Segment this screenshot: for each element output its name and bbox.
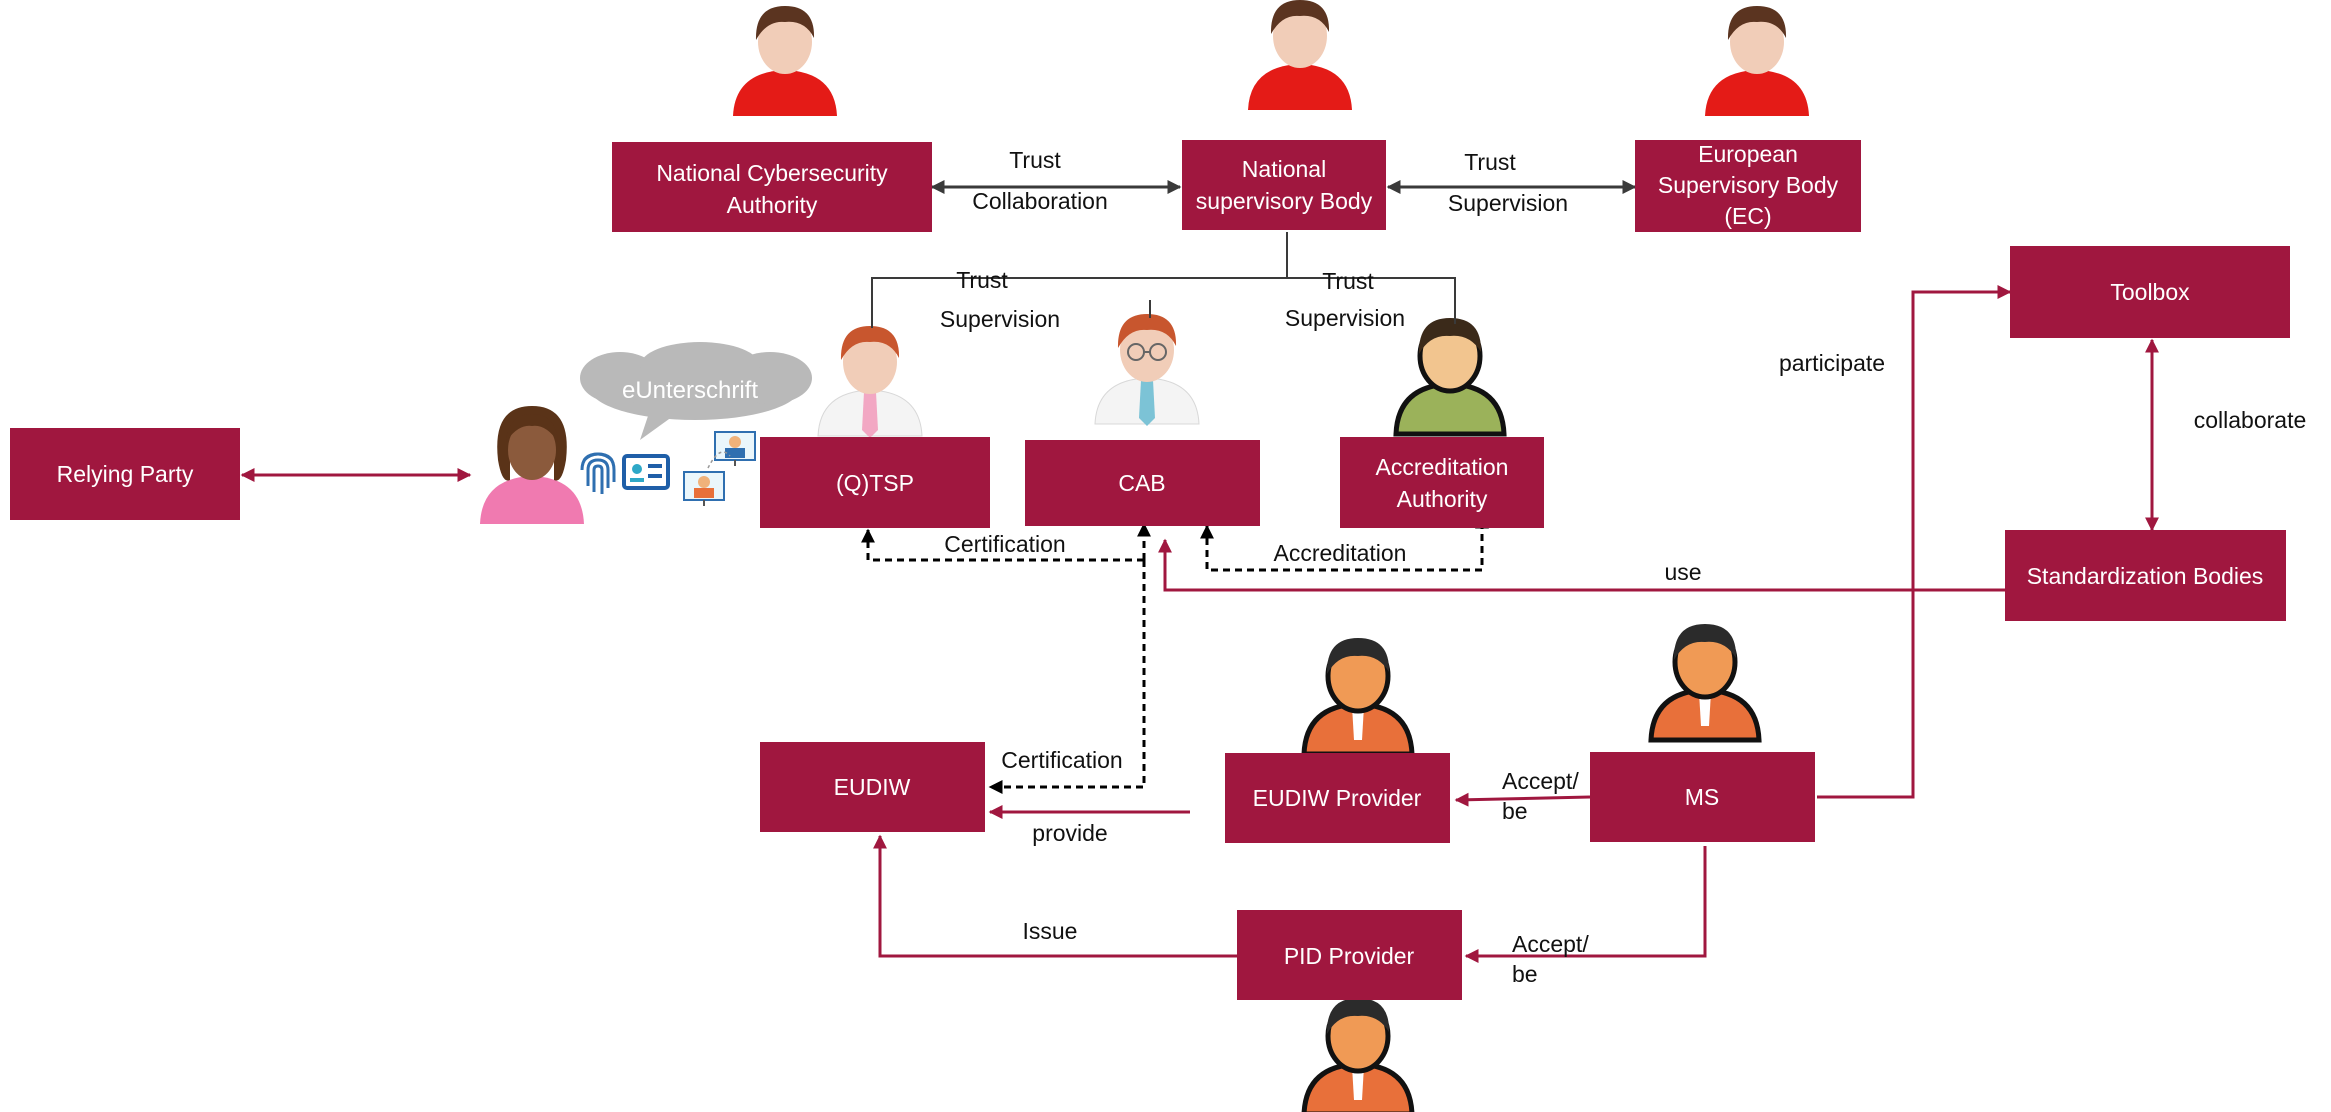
edge-label-accept: Accept/: [1512, 931, 1589, 957]
node-eudiw-provider: EUDIW Provider: [1225, 753, 1450, 843]
participate-arrow: [1817, 285, 2012, 799]
edge-label-collaboration: Collaboration: [972, 188, 1108, 214]
edge-label-accept: Accept/: [1502, 768, 1579, 794]
node-label: Toolbox: [2110, 279, 2190, 305]
supervision-tree-connector: [871, 232, 1288, 328]
edge-label-collaborate: collaborate: [2194, 407, 2307, 433]
node-label: Standardization Bodies: [2027, 563, 2264, 589]
certification-eudiw-arrow: [988, 560, 1146, 794]
node-cab: CAB: [1025, 440, 1260, 526]
edge-label-provide: provide: [1032, 820, 1107, 846]
accept-eudiw-provider-arrow: [1454, 792, 1591, 807]
edge-label-participate: participate: [1779, 350, 1885, 376]
user-shirt-tie-icon: [817, 325, 923, 439]
edge-label-certification: Certification: [1001, 747, 1122, 773]
supervision-aa-connector: [1287, 277, 1456, 324]
edge-label-trust: Trust: [1464, 149, 1516, 175]
user-orange-icon: [1651, 624, 1759, 740]
user-red-shirt-icon: [733, 6, 837, 116]
id-card-icon: [622, 454, 670, 490]
use-arrow: [1158, 538, 2012, 592]
node-label: (Q)TSP: [836, 470, 914, 496]
edge-label-accreditation: Accreditation: [1274, 540, 1407, 566]
node-standardization-bodies: Standardization Bodies: [2005, 530, 2286, 621]
issue-arrow: [873, 834, 1237, 958]
edge-label-use: use: [1664, 559, 1701, 585]
user-red-shirt-icon: [1248, 0, 1352, 110]
node-relying-party: Relying Party: [10, 428, 240, 520]
edge-label-supervision: Supervision: [1285, 305, 1405, 331]
edge-label-issue: Issue: [1023, 918, 1078, 944]
node-label: PID Provider: [1284, 943, 1415, 969]
edge-label-be: be: [1512, 961, 1538, 987]
user-red-shirt-icon: [1705, 6, 1809, 116]
speech-bubble: eUnterschrift: [580, 342, 812, 440]
user-orange-icon: [1304, 638, 1412, 754]
node-qtsp: (Q)TSP: [760, 437, 990, 528]
edge-label-certification: Certification: [944, 531, 1065, 557]
edge-label-trust: Trust: [956, 267, 1008, 293]
node-toolbox: Toolbox: [2010, 246, 2290, 338]
node-eudiw: EUDIW: [760, 742, 985, 832]
node-pid-provider: PID Provider: [1237, 910, 1462, 1000]
fingerprint-icon: [580, 452, 616, 494]
node-label: EUDIW Provider: [1253, 785, 1422, 811]
user-green-icon: [1396, 318, 1504, 434]
node-label: Relying Party: [57, 461, 194, 487]
node-label: EUDIW: [834, 774, 911, 800]
edge-label-supervision: Supervision: [940, 306, 1060, 332]
edge-label-trust: Trust: [1322, 268, 1374, 294]
accreditation-arrow: [1200, 514, 1489, 572]
node-label: MS: [1685, 784, 1720, 810]
bubble-text: eUnterschrift: [622, 377, 758, 404]
node-ms: MS: [1590, 752, 1815, 842]
edge-label-trust: Trust: [1009, 147, 1061, 173]
certification-qtsp-arrow: [861, 528, 1144, 562]
edge-label-supervision: Supervision: [1448, 190, 1568, 216]
video-call-icon: [683, 431, 756, 506]
user-glasses-icon: [1094, 313, 1200, 427]
edge-label-be: be: [1502, 798, 1528, 824]
user-woman-pink-icon: [480, 406, 584, 524]
user-orange-icon: [1304, 998, 1412, 1112]
node-label: CAB: [1118, 470, 1165, 496]
accept-pid-provider-arrow: [1464, 846, 1707, 963]
